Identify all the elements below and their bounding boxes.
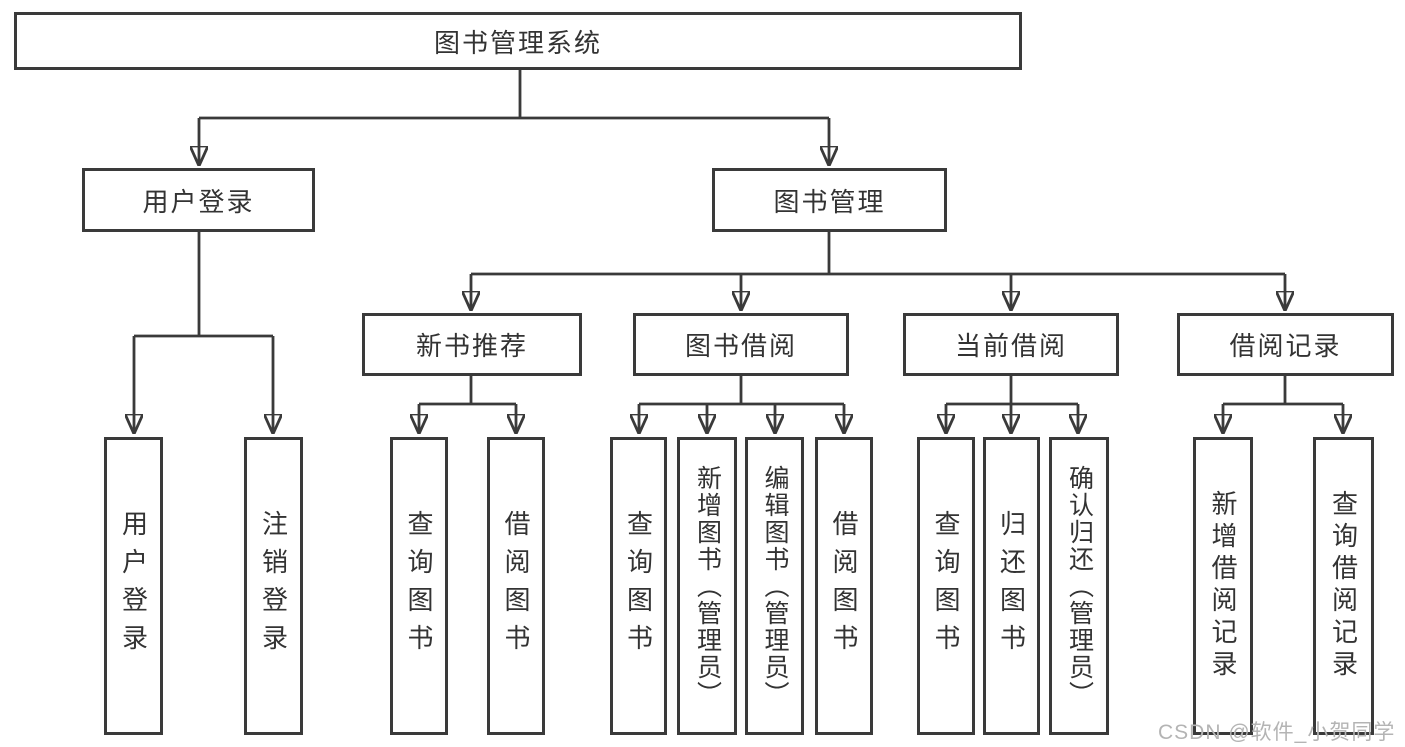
leaf-borrow-books-recommend: 借阅图书	[487, 437, 545, 735]
leaf-add-borrow-record: 新增借阅记录	[1193, 437, 1253, 735]
node-new-book-recommendation: 新书推荐	[362, 313, 582, 376]
leaf-add-books-admin: 新增图书（管理员）	[677, 437, 737, 735]
node-book-borrowing: 图书借阅	[633, 313, 849, 376]
leaf-query-books-recommend: 查询图书	[390, 437, 448, 735]
leaf-query-books-borrow: 查询图书	[610, 437, 667, 735]
leaf-borrow-books-borrow: 借阅图书	[815, 437, 873, 735]
leaf-query-books-current: 查询图书	[917, 437, 975, 735]
node-borrowing-records: 借阅记录	[1177, 313, 1394, 376]
leaf-edit-books-admin: 编辑图书（管理员）	[745, 437, 804, 735]
leaf-return-books: 归还图书	[983, 437, 1040, 735]
node-book-management: 图书管理	[712, 168, 947, 232]
node-user-login: 用户登录	[82, 168, 315, 232]
node-root: 图书管理系统	[14, 12, 1022, 70]
leaf-confirm-return-admin: 确认归还（管理员）	[1049, 437, 1109, 735]
leaf-query-borrow-record: 查询借阅记录	[1313, 437, 1374, 735]
leaf-user-login: 用户登录	[104, 437, 163, 735]
node-current-borrowing: 当前借阅	[903, 313, 1119, 376]
leaf-logout: 注销登录	[244, 437, 303, 735]
watermark: CSDN @软件_小贺同学	[1158, 721, 1396, 744]
